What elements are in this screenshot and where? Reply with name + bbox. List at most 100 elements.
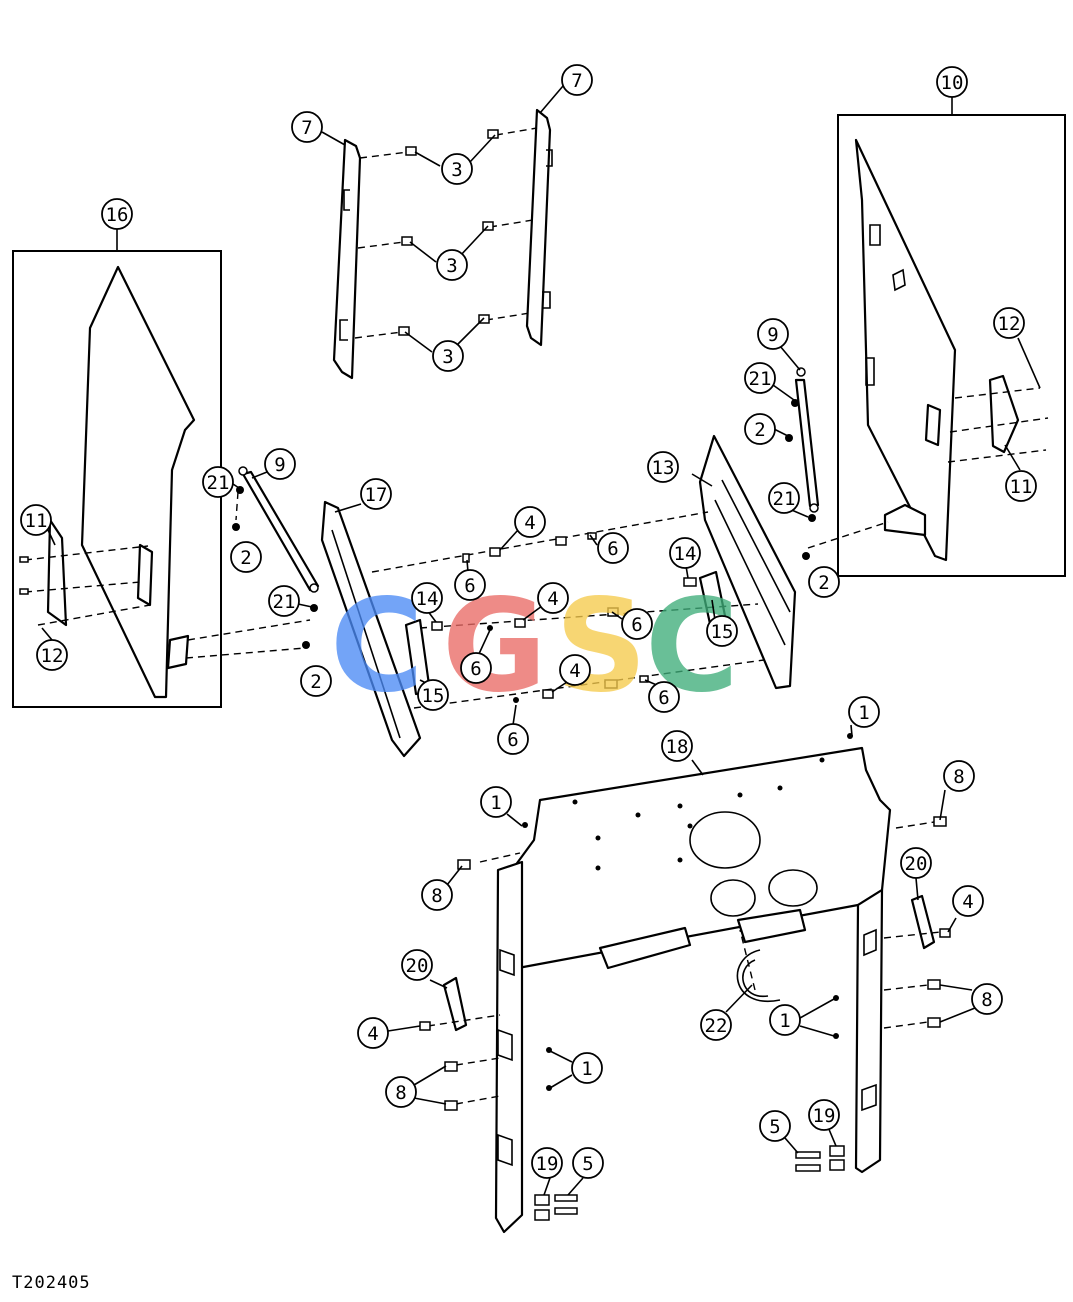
svg-text:6: 6 <box>470 658 481 680</box>
svg-text:14: 14 <box>674 543 697 565</box>
callout-2: 2 <box>744 413 776 445</box>
svg-text:20: 20 <box>406 955 429 977</box>
svg-text:5: 5 <box>582 1153 593 1175</box>
svg-text:4: 4 <box>367 1023 378 1045</box>
callout-4: 4 <box>537 582 569 614</box>
svg-text:9: 9 <box>767 324 778 346</box>
callout-4: 4 <box>559 654 591 686</box>
callout-1: 1 <box>848 696 880 728</box>
svg-text:8: 8 <box>431 885 442 907</box>
callout-21: 21 <box>768 482 800 514</box>
callout-6: 6 <box>454 569 486 601</box>
callout-5: 5 <box>759 1110 791 1142</box>
svg-text:12: 12 <box>998 313 1021 335</box>
svg-text:6: 6 <box>507 729 518 751</box>
svg-text:3: 3 <box>446 255 457 277</box>
svg-text:6: 6 <box>464 575 475 597</box>
callout-15: 15 <box>417 679 449 711</box>
svg-text:20: 20 <box>905 853 928 875</box>
callout-6: 6 <box>497 723 529 755</box>
callout-21: 21 <box>202 466 234 498</box>
callout-21: 21 <box>744 362 776 394</box>
callout-5: 5 <box>572 1147 604 1179</box>
callout-21: 21 <box>268 585 300 617</box>
callout-8: 8 <box>943 760 975 792</box>
callout-9: 9 <box>264 448 296 480</box>
gas-strut-left <box>232 466 320 649</box>
callout-10: 10 <box>936 66 968 98</box>
svg-text:6: 6 <box>607 538 618 560</box>
svg-text:17: 17 <box>365 484 388 506</box>
frame-fasteners <box>419 733 951 1221</box>
svg-text:15: 15 <box>422 685 445 707</box>
svg-text:7: 7 <box>301 117 312 139</box>
svg-text:2: 2 <box>754 419 765 441</box>
callout-8: 8 <box>971 983 1003 1015</box>
callout-14: 14 <box>411 582 443 614</box>
svg-text:22: 22 <box>705 1015 728 1037</box>
callout-8: 8 <box>385 1076 417 1108</box>
callout-1: 1 <box>480 786 512 818</box>
callout-8: 8 <box>421 879 453 911</box>
callout-7: 7 <box>291 111 323 143</box>
callout-6: 6 <box>460 652 492 684</box>
svg-text:16: 16 <box>106 204 129 226</box>
svg-text:13: 13 <box>652 457 675 479</box>
svg-text:21: 21 <box>207 472 230 494</box>
svg-text:3: 3 <box>442 346 453 368</box>
callout-19: 19 <box>808 1099 840 1131</box>
svg-text:8: 8 <box>953 766 964 788</box>
callout-1: 1 <box>769 1004 801 1036</box>
svg-text:11: 11 <box>1010 476 1033 498</box>
callout-18: 18 <box>661 730 693 762</box>
callout-4: 4 <box>514 506 546 538</box>
callout-15: 15 <box>706 615 738 647</box>
svg-text:7: 7 <box>571 70 582 92</box>
svg-text:11: 11 <box>25 510 48 532</box>
bracket-part-20-left <box>442 976 468 1032</box>
callout-19: 19 <box>531 1147 563 1179</box>
callout-16: 16 <box>101 198 133 230</box>
svg-text:14: 14 <box>416 588 439 610</box>
svg-text:6: 6 <box>631 614 642 636</box>
svg-text:8: 8 <box>981 989 992 1011</box>
callout-20: 20 <box>401 949 433 981</box>
svg-text:2: 2 <box>240 547 251 569</box>
callout-6: 6 <box>597 532 629 564</box>
callout-6: 6 <box>621 608 653 640</box>
rail-left-part-7 <box>332 138 362 380</box>
callout-20: 20 <box>900 847 932 879</box>
callout-2: 2 <box>300 665 332 697</box>
callout-11: 11 <box>1005 470 1037 502</box>
rail-right-part-7 <box>525 108 553 347</box>
watermark-letter-1: C <box>330 572 424 721</box>
callout-1: 1 <box>571 1052 603 1084</box>
callout-2: 2 <box>808 566 840 598</box>
callout-7: 7 <box>561 64 593 96</box>
watermark-letter-3: S <box>555 572 647 721</box>
gas-strut-right <box>785 367 820 560</box>
side-panel-left <box>19 265 311 699</box>
callout-4: 4 <box>357 1017 389 1049</box>
callout-6: 6 <box>648 681 680 713</box>
svg-text:21: 21 <box>773 488 796 510</box>
callout-13: 13 <box>647 451 679 483</box>
callout-22: 22 <box>700 1009 732 1041</box>
callout-3: 3 <box>432 340 464 372</box>
side-panel-right <box>807 138 1049 562</box>
frame-part-18 <box>494 746 892 1234</box>
svg-text:4: 4 <box>547 588 558 610</box>
callout-3: 3 <box>436 249 468 281</box>
svg-text:19: 19 <box>813 1105 836 1127</box>
callouts: 7 7 3 3 3 10 12 11 9 21 2 21 2 13 16 11 … <box>20 64 1041 1196</box>
svg-text:4: 4 <box>962 891 973 913</box>
svg-text:2: 2 <box>818 572 829 594</box>
svg-text:19: 19 <box>536 1153 559 1175</box>
svg-text:4: 4 <box>524 512 535 534</box>
callout-3: 3 <box>441 153 473 185</box>
svg-text:8: 8 <box>395 1082 406 1104</box>
svg-text:3: 3 <box>451 159 462 181</box>
callout-12: 12 <box>36 639 68 671</box>
svg-text:15: 15 <box>711 621 734 643</box>
